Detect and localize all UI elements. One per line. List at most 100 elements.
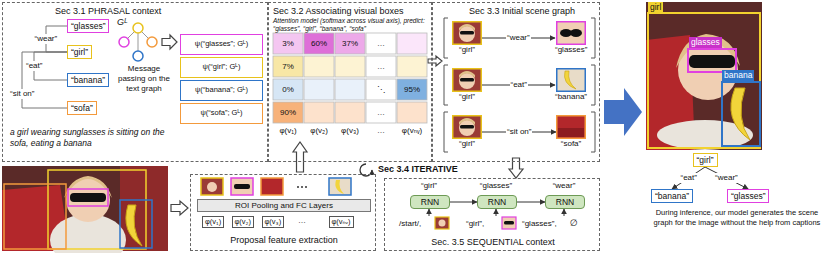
table-cell: 0% xyxy=(273,79,303,100)
section-panel: Sec 3.2 Associating visual boxesAttentio… xyxy=(268,2,432,162)
rnn-inputs xyxy=(429,209,564,229)
embedding-box: ψ(“banana”; Gᴸ) xyxy=(180,80,263,101)
label-slot: “glasses” xyxy=(466,181,526,191)
edge-label: “eat” xyxy=(25,61,43,71)
feature-box: φ(vₙᵥ) xyxy=(329,216,354,228)
feature-text: φ(v₁) xyxy=(205,217,221,227)
box-tag: glasses xyxy=(689,37,722,48)
entity-text: “glasses” xyxy=(731,190,765,202)
section-panel: Proposal feature extraction ROI Pooling a… xyxy=(190,174,376,251)
graph-name: Gᴸ xyxy=(117,17,127,27)
rnn-input: /start/, xyxy=(399,219,421,229)
column-label: φ(v₁) xyxy=(273,126,303,136)
text-graph-icon xyxy=(119,23,157,61)
entity-box: “banana” xyxy=(67,73,109,87)
caption: a girl wearing sunglasses is sitting on … xyxy=(10,127,175,149)
text-slot: Attention model (softmax across visual a… xyxy=(273,17,429,33)
label-slot: … xyxy=(292,215,312,227)
region-node: “girl” xyxy=(452,21,482,55)
panel-heading: Attention model (softmax across visual a… xyxy=(273,17,429,33)
region-node: “girl” xyxy=(452,115,482,149)
region-text: “girl” xyxy=(452,45,482,55)
box-tag: girl xyxy=(648,2,663,13)
label-slot: /start/, xyxy=(399,219,421,229)
region-thumbnail xyxy=(452,115,482,139)
entity-text: “girl” xyxy=(71,46,88,58)
region-text: “glasses” xyxy=(555,45,587,55)
text-slot: Proposal feature extraction xyxy=(191,235,377,245)
label-slot: “wear” xyxy=(534,181,594,191)
rnn-input: “glasses”, xyxy=(522,219,557,229)
label-slot: 0% xyxy=(273,79,303,100)
text-slot: Sec. 3.5 SEQUENTIAL context xyxy=(385,237,601,247)
table-cell: ⋱ xyxy=(366,79,396,100)
table-cell: 7% xyxy=(273,56,303,77)
entity-box: “sofa” xyxy=(67,101,97,115)
table-cell: … xyxy=(366,56,396,77)
entity-text: “banana” xyxy=(655,190,689,202)
entity-box: “girl” xyxy=(693,153,718,167)
rnn-output: “wear” xyxy=(534,181,594,191)
embedding-box: ψ(“glasses”; Gᴸ) xyxy=(180,34,263,55)
edge-label: “eat” xyxy=(510,80,528,90)
region-thumbnail xyxy=(452,21,482,45)
brackets xyxy=(444,18,595,152)
note: Message passing on the text graph xyxy=(113,64,175,94)
label-slot: Message passing on the text graph xyxy=(113,64,175,94)
inference-arrow xyxy=(604,88,642,136)
rnn-output: “girl” xyxy=(399,181,459,191)
feature-box: φ(v₁) xyxy=(202,216,224,228)
region-node: “sofa” xyxy=(556,115,586,149)
rnn-cell: RNN xyxy=(545,195,585,209)
rnn-cell: RNN xyxy=(477,195,517,209)
label-slot: “girl”, xyxy=(466,219,484,229)
table-cell: … xyxy=(366,102,396,123)
rnn-text: RNN xyxy=(411,196,449,208)
table-cell: … xyxy=(366,33,396,54)
label-slot: 3% xyxy=(273,33,303,54)
label-slot: Sec 3.4 ITERATIVE xyxy=(378,164,458,174)
label-slot: girl xyxy=(648,2,663,13)
proposal-crops xyxy=(201,178,351,195)
rnn-text: RNN xyxy=(546,196,584,208)
section-label: Sec 3.4 ITERATIVE xyxy=(378,164,458,174)
entity-text: “banana” xyxy=(71,74,105,86)
label-slot: φ(v₁) xyxy=(273,126,303,136)
region-text: “girl” xyxy=(452,139,482,149)
entity-text: “glasses” xyxy=(71,20,105,32)
edge-label: “sit on” xyxy=(506,127,532,137)
edge-label: “wear” xyxy=(34,34,59,44)
label-slot: φ(v₂) xyxy=(304,126,334,136)
label-slot: 60% xyxy=(304,33,334,54)
rnn-output: “glasses” xyxy=(466,181,526,191)
label-slot: ⋱ xyxy=(366,79,396,100)
connector xyxy=(672,167,705,189)
label-slot: During inference, our model generates th… xyxy=(648,208,826,227)
edge-label: “sit on” xyxy=(9,89,35,99)
region-thumbnail xyxy=(556,21,586,45)
text-slot: Sec 3.1 PHRASAL context xyxy=(55,6,161,16)
table-cell: 60% xyxy=(304,33,334,54)
region-text: “girl” xyxy=(452,92,482,102)
label-slot: … xyxy=(366,33,396,54)
layer-bar: ROI Pooling and FC Layers xyxy=(197,199,371,212)
edge-label-slot: “wear” xyxy=(714,173,739,183)
embedding-text: ψ(“girl”; Gᴸ) xyxy=(181,58,262,76)
region-node: “glasses” xyxy=(555,21,587,55)
edge-label-slot: “wear” xyxy=(506,33,531,43)
label-slot: Gᴸ xyxy=(117,17,127,27)
label-slot: 95% xyxy=(397,79,427,100)
label-slot: 7% xyxy=(273,56,303,77)
feature-text: φ(v₃) xyxy=(265,217,282,227)
rnn-cell: RNN xyxy=(410,195,450,209)
edge-label-slot: “eat” xyxy=(510,80,528,90)
label-slot: 37% xyxy=(335,33,365,54)
label-slot: ∅ xyxy=(570,218,578,229)
embedding-text: ψ(“glasses”; Gᴸ) xyxy=(181,35,262,53)
edge-label-slot: “eat” xyxy=(680,173,698,183)
hollow-arrows xyxy=(162,35,523,215)
panel-heading: Sec. 3.5 SEQUENTIAL context xyxy=(385,237,601,247)
label-slot: φ(v₃) xyxy=(335,126,365,136)
table-cell: 37% xyxy=(335,33,365,54)
